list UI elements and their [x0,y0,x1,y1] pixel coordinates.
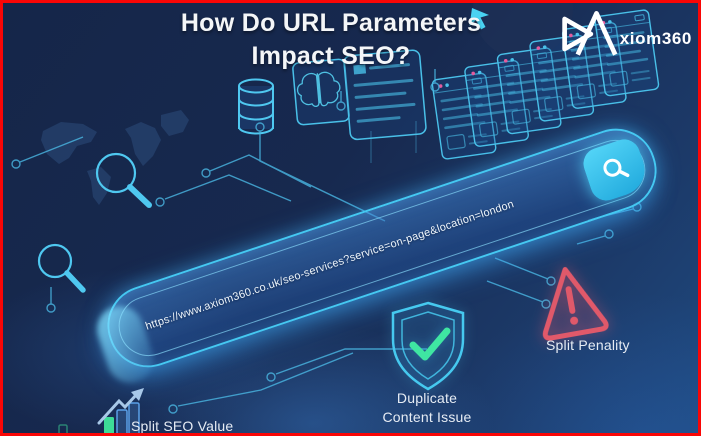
duplicate-content-label-line1: Duplicate [396,390,458,406]
search-button[interactable] [579,135,652,205]
search-icon [603,158,630,178]
background-decoration [11,3,661,414]
cursor-icon [469,8,489,30]
warning-triangle-icon [542,267,609,341]
page-title: How Do URL Parameters Impact SEO? [181,7,481,73]
split-seo-value-label: Split SEO Value [131,418,234,434]
url-search-bar[interactable]: https://www.axiom360.co.uk/seo-services?… [96,118,668,378]
logo-text: xiom360 [619,29,692,48]
brand-logo: xiom360 [559,7,692,61]
brain-card-icon [292,58,350,126]
duplicate-content-label-line2: Content Issue [382,409,472,425]
page-title-line1: How Do URL Parameters [180,9,482,37]
magnifier-outline-icon [37,152,152,293]
world-map-icon [41,110,189,205]
logo-mark-icon [562,11,618,56]
page-title-line2: Impact SEO? [251,42,411,70]
shield-check-icon [391,301,465,391]
database-icon [238,78,274,135]
circuit-traces [11,69,642,414]
document-card-icon [343,49,427,141]
split-penalty-label: Split Penality [546,337,630,353]
check-icon [409,327,451,361]
duplicate-content-label: Duplicate Content Issue [361,389,493,427]
growth-chart-icon [58,388,144,433]
